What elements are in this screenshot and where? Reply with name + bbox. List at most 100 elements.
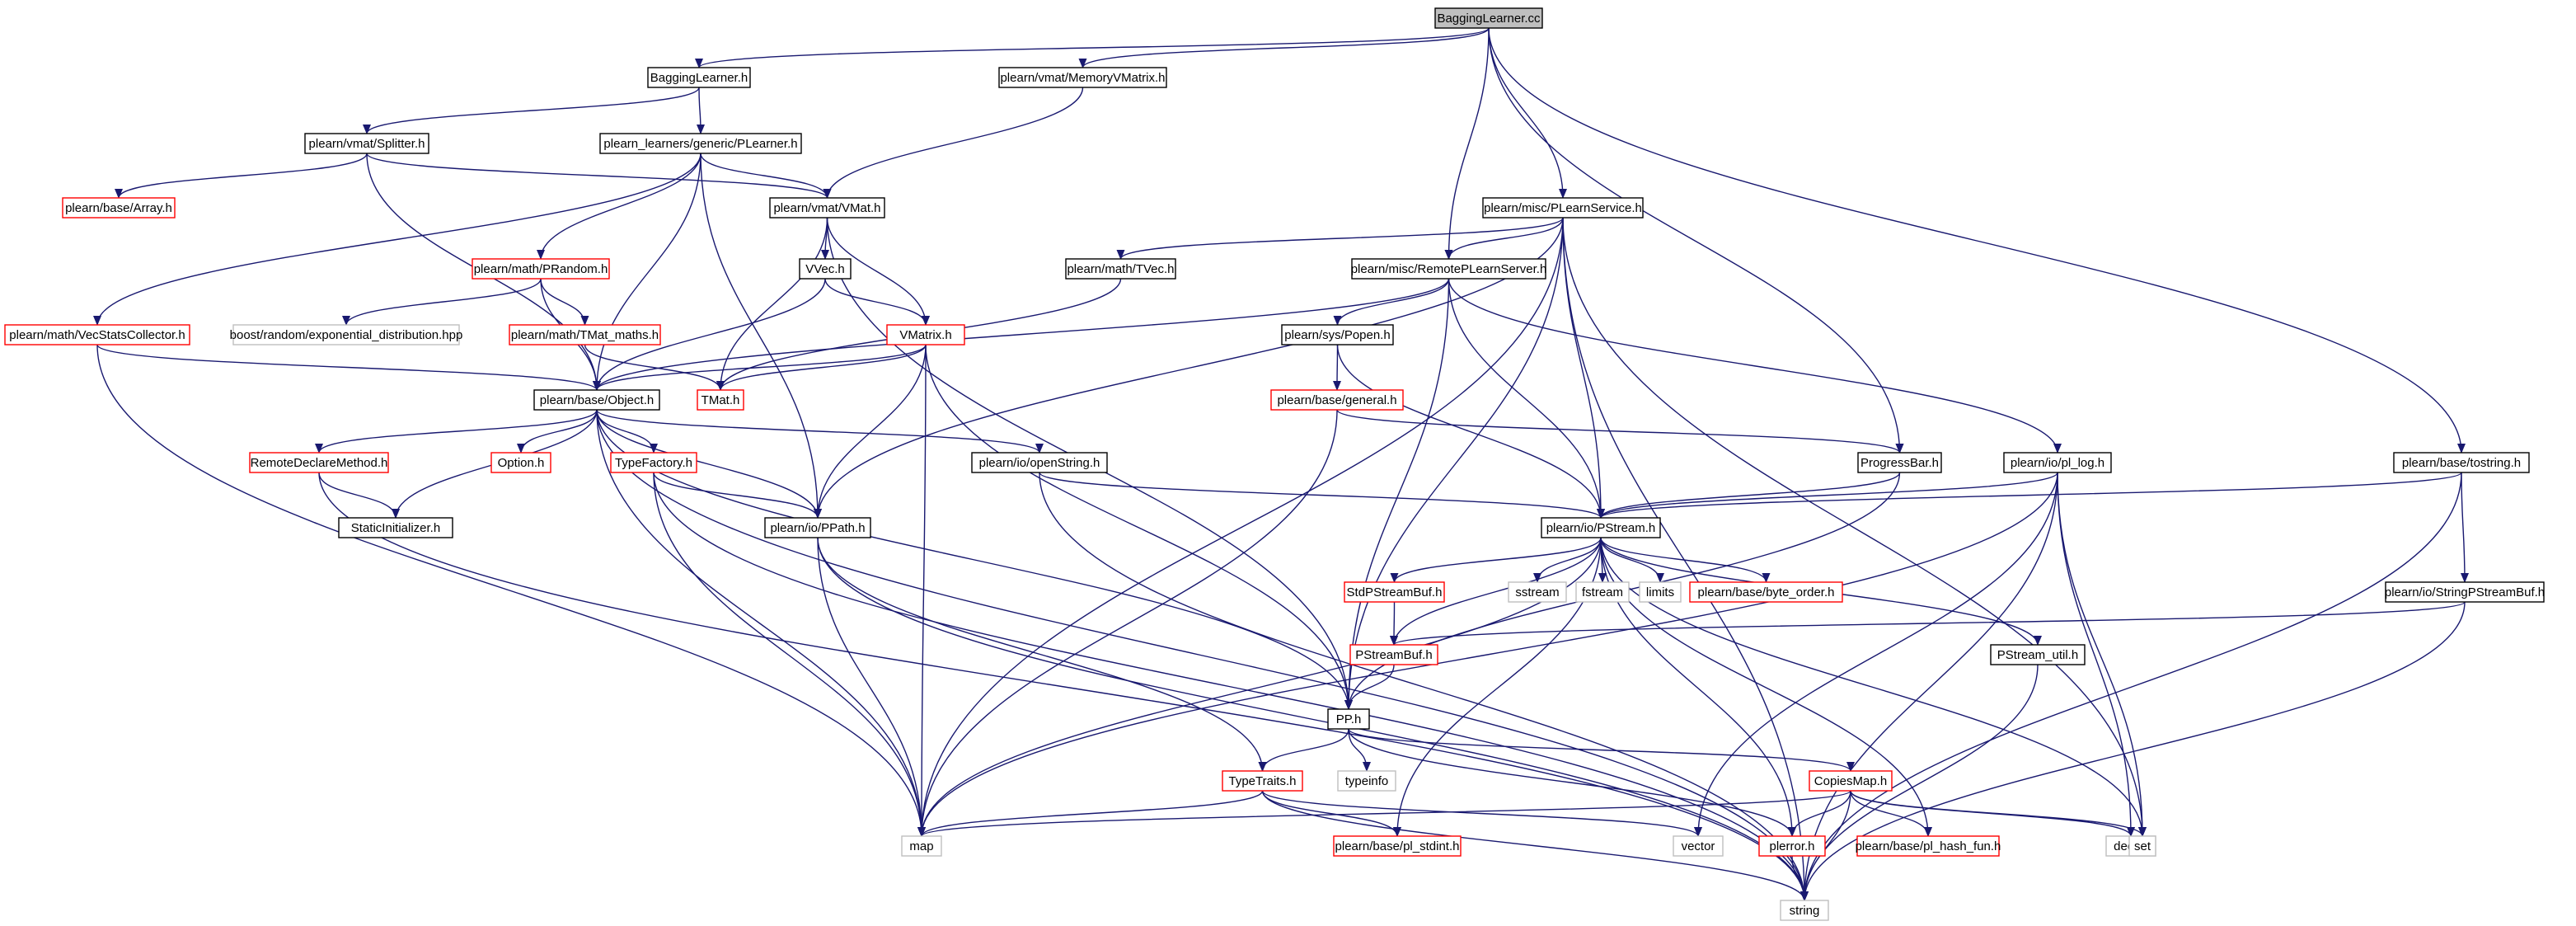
node-box — [509, 324, 661, 345]
node-VMatrix_h[interactable]: VMatrix.h — [886, 324, 965, 345]
node-label: plearn/misc/PLearnService.h — [1484, 201, 1642, 215]
node-plerror_h[interactable]: plerror.h — [1758, 835, 1826, 857]
edge-VecStatsCollector_h-to-Object_h — [96, 344, 601, 391]
node-label: StdPStreamBuf.h — [1347, 585, 1443, 599]
edges-layer — [93, 27, 2469, 901]
edge-PStreamBuf_h-to-PP_h — [1344, 664, 1395, 710]
node-Popen_h[interactable]: plearn/sys/Popen.h — [1281, 324, 1394, 345]
node-PStream_h[interactable]: plearn/io/PStream.h — [1541, 517, 1661, 538]
node-box — [998, 67, 1167, 88]
edge-Object_h-to-Option_h — [517, 409, 598, 454]
node-Option_h[interactable]: Option.h — [490, 452, 551, 473]
node-PLearner_h[interactable]: plearn_learners/generic/PLearner.h — [599, 133, 802, 154]
edge-CopiesMap_h-to-string — [1800, 790, 1851, 901]
node-StdPStreamBuf_h[interactable]: StdPStreamBuf.h — [1344, 581, 1445, 603]
node-label: plearn/sys/Popen.h — [1284, 328, 1390, 342]
node-label: plearn/base/tostring.h — [2402, 456, 2521, 470]
node-general_h[interactable]: plearn/base/general.h — [1270, 389, 1404, 411]
node-label: plearn/base/byte_order.h — [1698, 585, 1835, 599]
node-PP_h[interactable]: PP.h — [1327, 708, 1370, 730]
node-label: plearn/base/general.h — [1277, 393, 1396, 407]
node-Splitter_h[interactable]: plearn/vmat/Splitter.h — [304, 133, 429, 154]
node-TypeFactory_h[interactable]: TypeFactory.h — [610, 452, 697, 473]
node-BaggingLearner_cc[interactable]: BaggingLearner.cc — [1434, 7, 1543, 29]
node-TVec_h[interactable]: plearn/math/TVec.h — [1065, 258, 1176, 280]
node-TMat_maths_h[interactable]: plearn/math/TMat_maths.h — [509, 324, 661, 345]
node-TMat_h[interactable]: TMat.h — [697, 389, 744, 411]
node-label: CopiesMap.h — [1814, 774, 1887, 788]
node-PPath_h[interactable]: plearn/io/PPath.h — [764, 517, 871, 538]
node-box — [1270, 389, 1404, 411]
node-MemoryVMatrix_h[interactable]: plearn/vmat/MemoryVMatrix.h — [998, 67, 1167, 88]
node-box — [1337, 770, 1396, 792]
node-byte_order_h[interactable]: plearn/base/byte_order.h — [1689, 581, 1843, 603]
edge-tostring_h-to-PStream_h — [1597, 472, 2462, 519]
node-VMat_h[interactable]: plearn/vmat/VMat.h — [769, 197, 885, 219]
edge-PStream_h-to-limits — [1600, 537, 1664, 583]
node-box — [1639, 581, 1682, 603]
node-map: map — [901, 835, 942, 857]
edge-Object_h-to-TypeFactory_h — [596, 409, 658, 454]
edge-PP_h-to-plerror_h — [1348, 728, 1796, 837]
node-RemotePLearnServer_h[interactable]: plearn/misc/RemotePLearnServer.h — [1351, 258, 1547, 280]
node-label: plearn/math/PRandom.h — [474, 262, 608, 276]
node-label: plearn/io/PStream.h — [1546, 521, 1656, 535]
node-label: plearn/math/VecStatsCollector.h — [9, 328, 185, 342]
edge-BaggingLearner_cc-to-BaggingLearner_h — [695, 27, 1490, 68]
edge-TypeFactory_h-to-string — [653, 472, 1809, 901]
edge-PP_h-to-TypeTraits_h — [1258, 728, 1349, 772]
edge-Object_h-to-map — [596, 409, 926, 837]
node-openString_h[interactable]: plearn/io/openString.h — [971, 452, 1108, 473]
node-StringPStreamBuf_h[interactable]: plearn/io/StringPStreamBuf.h — [2385, 581, 2545, 603]
edge-VMat_h-to-TMat_h — [716, 217, 828, 391]
node-label: map — [909, 839, 933, 853]
node-box — [1856, 835, 2000, 857]
node-box — [1780, 900, 1829, 921]
node-PRandom_h[interactable]: plearn/math/PRandom.h — [472, 258, 610, 280]
node-label: TypeFactory.h — [615, 456, 692, 470]
node-label: plearn/math/TMat_maths.h — [511, 328, 659, 342]
edge-PStream_h-to-StdPStreamBuf_h — [1390, 537, 1602, 583]
node-CopiesMap_h[interactable]: CopiesMap.h — [1809, 770, 1893, 792]
edge-VMatrix_h-to-map — [917, 344, 927, 837]
node-label: plearn/base/Object.h — [540, 393, 654, 407]
node-label: VMatrix.h — [899, 328, 951, 342]
node-PStream_util_h[interactable]: PStream_util.h — [1990, 644, 2086, 665]
node-label: VVec.h — [805, 262, 845, 276]
edge-StdPStreamBuf_h-to-PStreamBuf_h — [1390, 601, 1399, 646]
edge-Popen_h-to-general_h — [1333, 344, 1342, 391]
edge-CopiesMap_h-to-map — [917, 790, 1851, 837]
edge-MemoryVMatrix_h-to-VMat_h — [823, 87, 1084, 199]
edge-general_h-to-map — [917, 409, 1338, 837]
node-tostring_h[interactable]: plearn/base/tostring.h — [2393, 452, 2530, 473]
edge-plerror_h-to-string — [1791, 855, 1809, 901]
node-Array_h[interactable]: plearn/base/Array.h — [62, 197, 176, 219]
edge-PStream_h-to-sstream — [1533, 537, 1602, 583]
node-box — [490, 452, 551, 473]
node-RemoteDeclareMethod_h[interactable]: RemoteDeclareMethod.h — [249, 452, 389, 473]
node-VecStatsCollector_h[interactable]: plearn/math/VecStatsCollector.h — [4, 324, 190, 345]
node-box — [232, 324, 460, 345]
node-label: plearn/io/pl_log.h — [2011, 456, 2104, 470]
node-PStreamBuf_h[interactable]: PStreamBuf.h — [1349, 644, 1438, 665]
node-label: BaggingLearner.cc — [1437, 12, 1541, 26]
node-Object_h[interactable]: plearn/base/Object.h — [533, 389, 660, 411]
node-TypeTraits_h[interactable]: TypeTraits.h — [1222, 770, 1303, 792]
node-BaggingLearner_h[interactable]: BaggingLearner.h — [647, 67, 751, 88]
node-pl_stdint_h[interactable]: plearn/base/pl_stdint.h — [1333, 835, 1462, 857]
node-pl_hash_fun_h[interactable]: plearn/base/pl_hash_fun.h — [1856, 835, 2001, 857]
node-label: fstream — [1582, 585, 1623, 599]
node-box — [1508, 581, 1567, 603]
node-PLearnService_h[interactable]: plearn/misc/PLearnService.h — [1482, 197, 1644, 219]
edge-pl_log_h-to-set — [2057, 472, 2147, 837]
node-ProgressBar_h[interactable]: ProgressBar.h — [1857, 452, 1942, 473]
node-box — [2128, 835, 2156, 857]
node-box — [1327, 708, 1370, 730]
edge-openString_h-to-string — [1039, 472, 1809, 901]
node-StaticInitializer_h[interactable]: StaticInitializer.h — [338, 517, 453, 538]
node-sstream: sstream — [1508, 581, 1567, 603]
node-label: vector — [1682, 839, 1715, 853]
node-pl_log_h[interactable]: plearn/io/pl_log.h — [2003, 452, 2112, 473]
node-label: ProgressBar.h — [1860, 456, 1939, 470]
node-VVec_h[interactable]: VVec.h — [799, 258, 852, 280]
